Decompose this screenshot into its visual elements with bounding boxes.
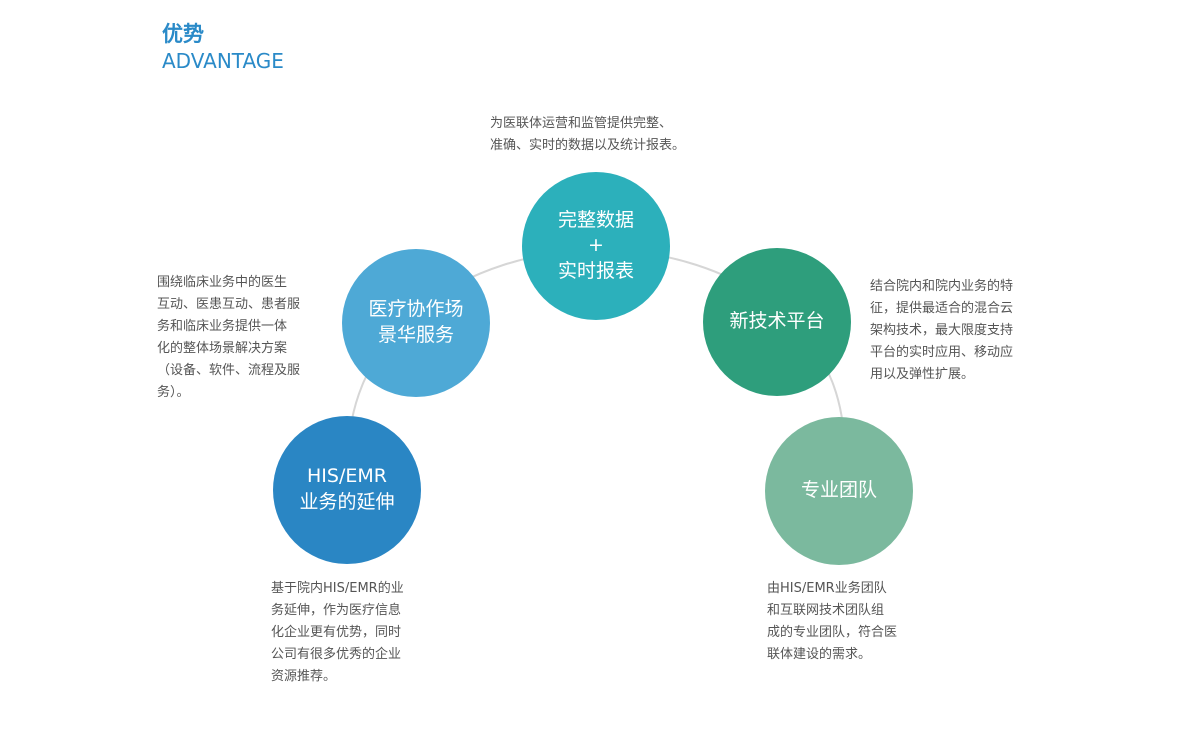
- desc-line: 务）。: [157, 385, 190, 400]
- section-title: 优势 ADVANTAGE: [162, 22, 284, 73]
- section-title-zh: 优势: [162, 22, 204, 46]
- desc-line: 务和临床业务提供一体: [157, 319, 288, 334]
- desc-line: 用以及弹性扩展。: [870, 367, 975, 382]
- node-collaboration-line1: 医疗协作场: [368, 298, 464, 321]
- node-complete-data-line1: 完整数据: [557, 208, 634, 231]
- section-title-en: ADVANTAGE: [162, 49, 284, 74]
- desc-line: 由HIS/EMR业务团队: [767, 581, 887, 596]
- desc-line: 结合院内和院内业务的特: [870, 279, 1014, 294]
- desc-line: 联体建设的需求。: [767, 647, 872, 662]
- desc-line: 架构技术，最大限度支持: [870, 323, 1014, 338]
- desc-line: 互动、医患互动、患者服: [157, 297, 301, 312]
- desc-line: （设备、软件、流程及服: [157, 363, 301, 378]
- desc-line: 准确、实时的数据以及统计报表。: [490, 138, 686, 153]
- desc-line: 成的专业团队，符合医: [767, 625, 898, 640]
- node-his-emr-extension: HIS/EMR 业务的延伸: [273, 416, 421, 564]
- desc-line: 公司有很多优秀的企业: [271, 647, 402, 662]
- node-collaboration-service: 医疗协作场 景华服务: [342, 249, 490, 397]
- node-complete-data-line2: 实时报表: [557, 259, 634, 282]
- node-complete-data-plus: +: [588, 234, 604, 257]
- desc-line: 平台的实时应用、移动应: [870, 345, 1014, 360]
- desc-complete-data: 为医联体运营和监管提供完整、 准确、实时的数据以及统计报表。: [490, 113, 685, 157]
- node-professional-team: 专业团队: [765, 417, 913, 565]
- node-collaboration-line2: 景华服务: [377, 324, 454, 346]
- node-complete-data: 完整数据 + 实时报表: [522, 172, 670, 320]
- node-new-tech-line1: 新技术平台: [729, 310, 825, 333]
- desc-new-tech-platform: 结合院内和院内业务的特 征，提供最适合的混合云 架构技术，最大限度支持 平台的实…: [870, 276, 1013, 386]
- node-his-emr-line1: HIS/EMR: [307, 465, 387, 488]
- desc-line: 务延伸，作为医疗信息: [271, 603, 402, 618]
- node-new-tech-platform: 新技术平台: [703, 248, 851, 396]
- node-professional-team-line1: 专业团队: [800, 479, 877, 502]
- desc-line: 为医联体运营和监管提供完整、: [490, 116, 673, 131]
- desc-professional-team: 由HIS/EMR业务团队 和互联网技术团队组 成的专业团队，符合医 联体建设的需…: [767, 578, 897, 666]
- desc-line: 和互联网技术团队组: [767, 603, 885, 618]
- desc-line: 化的整体场景解决方案: [157, 341, 288, 356]
- desc-collaboration-service: 围绕临床业务中的医生 互动、医患互动、患者服 务和临床业务提供一体 化的整体场景…: [157, 272, 300, 404]
- desc-line: 资源推荐。: [271, 669, 337, 684]
- desc-line: 围绕临床业务中的医生: [157, 275, 288, 290]
- desc-line: 基于院内HIS/EMR的业: [271, 581, 404, 596]
- node-his-emr-line2: 业务的延伸: [299, 491, 395, 513]
- desc-line: 化企业更有优势，同时: [271, 625, 402, 640]
- desc-line: 征，提供最适合的混合云: [870, 301, 1014, 316]
- desc-his-emr-extension: 基于院内HIS/EMR的业 务延伸，作为医疗信息 化企业更有优势，同时 公司有很…: [271, 578, 404, 688]
